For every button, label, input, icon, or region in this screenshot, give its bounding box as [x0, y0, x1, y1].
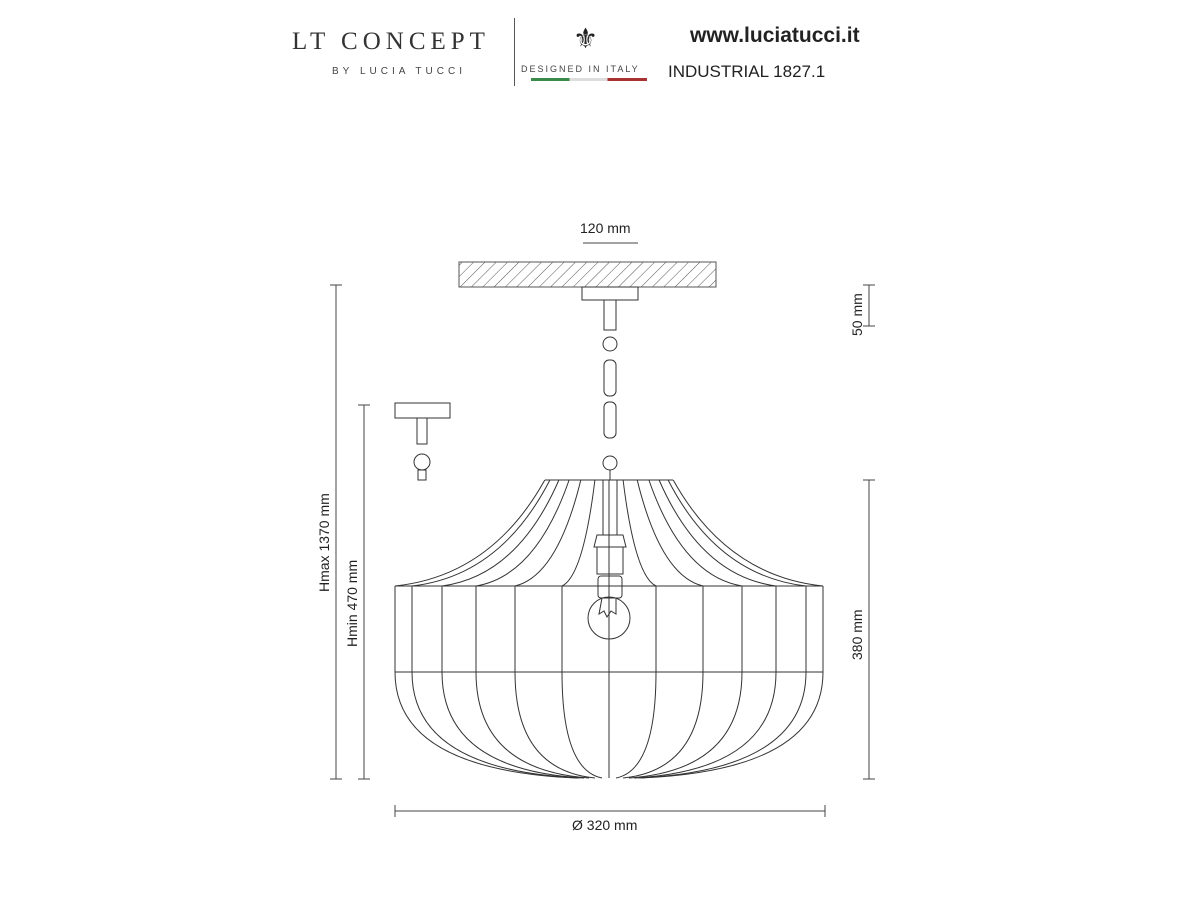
shade-rib: [411, 479, 551, 587]
designed-in-italy: DESIGNED IN ITALY: [521, 64, 640, 74]
shade-rib: [658, 479, 777, 587]
shade-rib: [411, 671, 580, 779]
shade-rib: [441, 479, 560, 587]
shade-rib: [615, 671, 657, 779]
shade-rib: [623, 671, 704, 779]
canopy: [581, 286, 639, 301]
shade-rib: [514, 479, 582, 587]
shade-height-label: 380 mm: [849, 609, 865, 660]
shade-rib: [475, 671, 590, 779]
shade-rib: [622, 479, 657, 587]
italian-flag-stripe: [531, 78, 647, 81]
shade-rib: [475, 479, 570, 587]
ceiling: [458, 261, 717, 288]
brand-subtitle: BY LUCIA TUCCI: [332, 66, 466, 77]
shade-rib: [648, 479, 743, 587]
shade-rib: [514, 671, 595, 779]
canopy-height-label: 50 mm: [849, 293, 865, 336]
chain: [602, 299, 618, 480]
shade-rib: [672, 479, 824, 587]
lamp-shade: [394, 479, 824, 779]
canopy-width-label: 120 mm: [580, 220, 631, 236]
model-name: INDUSTRIAL 1827.1: [668, 62, 826, 81]
brand-logo: LT CONCEPT: [292, 28, 490, 55]
shade-rib: [667, 479, 807, 587]
website-link[interactable]: www.luciatucci.it: [690, 24, 860, 47]
shade-rib: [641, 671, 824, 779]
hmax-label: Hmax 1370 mm: [316, 493, 332, 592]
shade-rib: [634, 671, 777, 779]
hmin-label: Hmin 470 mm: [344, 559, 360, 647]
diameter-label: Ø 320 mm: [572, 817, 638, 833]
shade-rib: [394, 671, 577, 779]
shade-rib: [628, 671, 743, 779]
shade-rib: [561, 671, 603, 779]
shade-rib: [636, 479, 704, 587]
shade-rib: [561, 479, 596, 587]
header-divider: [514, 18, 515, 86]
dimension-lines: [330, 242, 875, 817]
fleur-de-lis-icon: ⚜: [573, 23, 599, 54]
shade-rib: [638, 671, 807, 779]
shade-rib: [394, 479, 546, 587]
shade-rib: [441, 671, 584, 779]
inset-min-canopy: [394, 402, 451, 481]
